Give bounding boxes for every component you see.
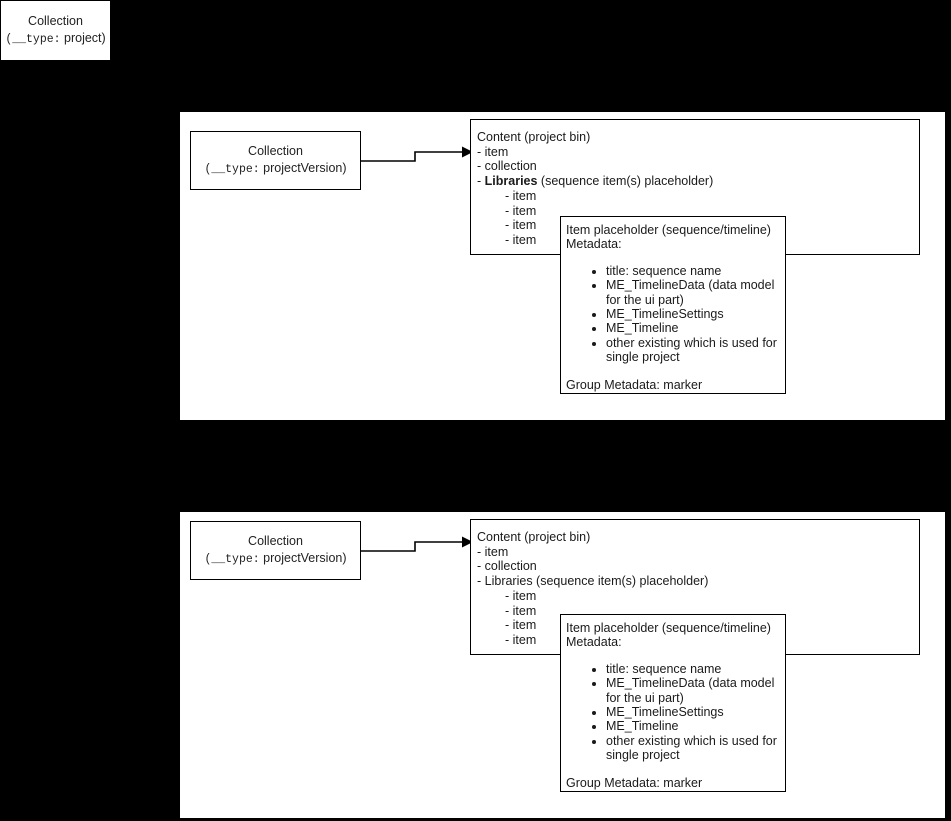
section-lower-libraries-label: Libraries bbox=[484, 574, 533, 589]
list-item: ME_TimelineData (data model for the ui p… bbox=[606, 676, 785, 705]
section-upper-content-line-collection: - collection bbox=[477, 159, 537, 174]
section-lower-collection-type: (__type: projectVersion) bbox=[204, 550, 346, 568]
section-upper-collection-type-prefix: (__type: bbox=[204, 163, 260, 176]
section-lower-placeholder-subheading: Metadata: bbox=[566, 635, 622, 650]
section-upper-content-line-item: - item bbox=[477, 144, 509, 159]
list-item: title: sequence name bbox=[606, 264, 785, 278]
section-upper-collection-title: Collection bbox=[248, 144, 303, 158]
section-lower-content-line-collection: - collection bbox=[477, 559, 537, 574]
section-lower-content-line-libraries: - Libraries (sequence item(s) placeholde… bbox=[477, 574, 919, 589]
section-lower-content-line-item: - item bbox=[477, 544, 509, 559]
collection-project-type-prefix: (__type: bbox=[5, 33, 61, 46]
list-item: title: sequence name bbox=[606, 662, 785, 676]
section-upper-placeholder-subheading: Metadata: bbox=[566, 237, 622, 252]
section-upper-collection-type: (__type: projectVersion) bbox=[204, 160, 346, 178]
list-item: other existing which is used for single … bbox=[606, 734, 785, 763]
section-lower-collection-title: Collection bbox=[248, 534, 303, 548]
section-upper-sub-item-1: - item bbox=[505, 188, 537, 203]
section-lower-placeholder-heading: Item placeholder (sequence/timeline) bbox=[566, 621, 771, 635]
list-item: ME_TimelineData (data model for the ui p… bbox=[606, 278, 785, 307]
section-lower-placeholder-box[interactable]: Item placeholder (sequence/timeline) Met… bbox=[560, 614, 786, 792]
section-lower-collection-card[interactable]: Collection (__type: projectVersion) bbox=[190, 521, 361, 580]
section-upper-content-heading: Content (project bin) bbox=[477, 130, 591, 144]
section-upper-libraries-bullet: - bbox=[477, 174, 485, 189]
section-upper-collection-type-value: projectVersion) bbox=[259, 161, 347, 175]
section-upper-placeholder-box[interactable]: Item placeholder (sequence/timeline) Met… bbox=[560, 216, 786, 394]
list-item: ME_Timeline bbox=[606, 321, 785, 335]
section-upper-libraries-suffix: (sequence item(s) placeholder) bbox=[537, 174, 714, 189]
section-lower-sub-item-4: - item bbox=[505, 632, 537, 647]
section-upper-collection-card[interactable]: Collection (__type: projectVersion) bbox=[190, 131, 361, 190]
section-lower-sub-item-1: - item bbox=[505, 588, 537, 603]
collection-project-type: (__type: project) bbox=[5, 30, 105, 48]
section-lower-libraries-bullet: - bbox=[477, 574, 485, 589]
section-upper-placeholder-footer: Group Metadata: marker bbox=[566, 377, 703, 392]
collection-project-type-value: project) bbox=[60, 31, 106, 45]
section-lower-placeholder-footer: Group Metadata: marker bbox=[566, 775, 703, 790]
section-lower-collection-type-value: projectVersion) bbox=[259, 551, 347, 565]
section-lower-collection-type-prefix: (__type: bbox=[204, 553, 260, 566]
section-upper-sub-item-4: - item bbox=[505, 232, 537, 247]
list-item: ME_TimelineSettings bbox=[606, 705, 785, 719]
section-lower-sub-item-3: - item bbox=[505, 618, 537, 633]
section-lower-sub-item-2: - item bbox=[505, 603, 537, 618]
list-item: other existing which is used for single … bbox=[606, 336, 785, 365]
section-upper-sub-item-2: - item bbox=[505, 203, 537, 218]
section-lower-metadata-list: title: sequence name ME_TimelineData (da… bbox=[566, 662, 785, 763]
collection-project-card[interactable]: Collection (__type: project) bbox=[0, 0, 111, 61]
section-upper-placeholder-heading: Item placeholder (sequence/timeline) bbox=[566, 223, 771, 237]
section-lower-arrow bbox=[361, 536, 473, 552]
section-upper-content-line-libraries: - Libraries (sequence item(s) placeholde… bbox=[477, 174, 919, 189]
collection-project-title: Collection bbox=[28, 14, 83, 28]
section-upper-libraries-label: Libraries bbox=[484, 174, 538, 189]
section-lower-content-heading: Content (project bin) bbox=[477, 530, 591, 544]
section-upper-metadata-list: title: sequence name ME_TimelineData (da… bbox=[566, 264, 785, 365]
section-upper-arrow bbox=[361, 146, 473, 162]
section-lower-libraries-suffix: (sequence item(s) placeholder) bbox=[532, 574, 709, 589]
list-item: ME_TimelineSettings bbox=[606, 307, 785, 321]
list-item: ME_Timeline bbox=[606, 719, 785, 733]
section-upper-sub-item-3: - item bbox=[505, 218, 537, 233]
